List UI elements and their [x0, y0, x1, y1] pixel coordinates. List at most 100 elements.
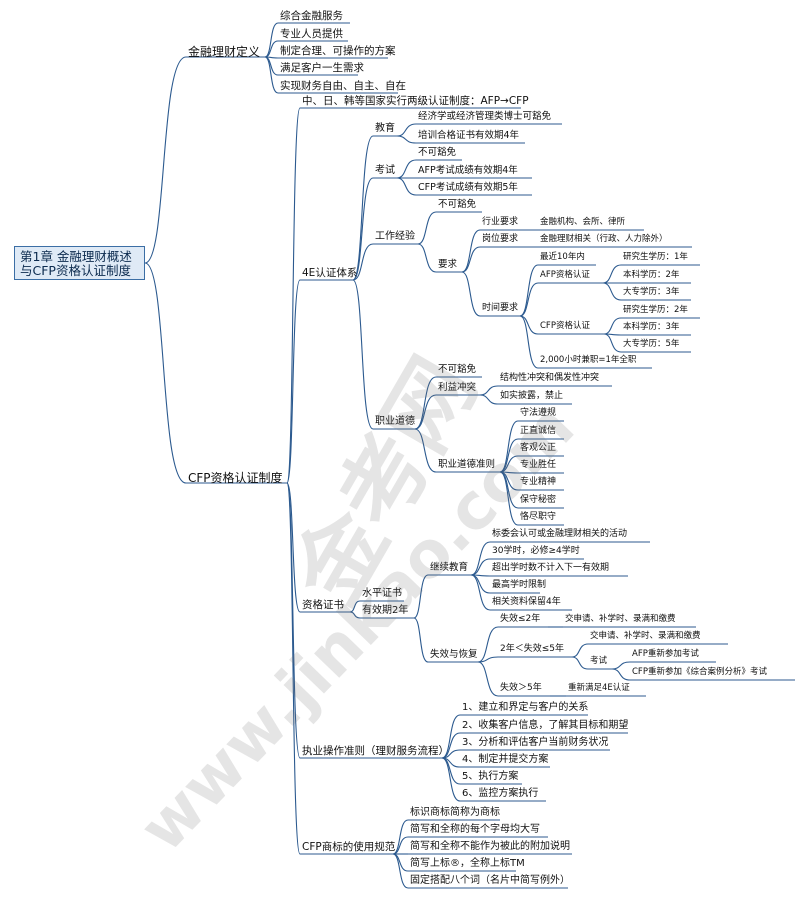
mindmap-node-gw: 岗位要求	[482, 234, 519, 244]
connector-c2	[286, 279, 301, 484]
connector-jx5	[470, 574, 491, 611]
root-node: 第1章 金融理财概述与CFP资格认证制度	[14, 246, 145, 280]
connector-sx1	[477, 626, 499, 663]
mindmap-node-lc3: 3、分析和评估客户当前财务状况	[462, 737, 609, 748]
mindmap-node-sb1: 标识商标简称为商标	[410, 807, 500, 818]
connector-cfp	[144, 262, 187, 484]
connector-sb5	[392, 853, 409, 889]
mindmap-node-sx2a: 交申请、补学时、录满和缴费	[590, 631, 701, 641]
connector-exam3	[396, 177, 417, 196]
connector-eth1	[414, 376, 437, 430]
connector-work2	[417, 243, 437, 273]
connector-work1	[417, 211, 437, 245]
mindmap-node-fin2: 专业人员提供	[280, 28, 343, 40]
connector-c3	[286, 482, 301, 613]
mindmap-node-li1: 结构性冲突和偶发性冲突	[500, 373, 600, 383]
mindmap-node-sj1: 最近10年内	[540, 252, 585, 262]
mindmap-node-jx4: 最高学时限制	[492, 580, 547, 590]
mindmap-node-sj: 时间要求	[482, 303, 519, 313]
connector-edu	[352, 135, 374, 281]
mindmap-node-c2: 4E认证体系	[302, 267, 358, 279]
mindmap-node-zs1: 水平证书	[362, 588, 402, 599]
mindmap-node-work1: 不可豁免	[438, 199, 477, 210]
mindmap-node-sb3: 简写和全称不能作为被此的附加说明	[410, 841, 570, 852]
mindmap-node-exam2: AFP考试成绩有效期4年	[418, 165, 518, 176]
connector-lc6	[441, 757, 461, 802]
mindmap-node-edu2: 培训合格证书有效期4年	[418, 130, 520, 141]
mindmap-node-jx3: 超出学时数不计入下一有效期	[492, 563, 610, 573]
mindmap-node-zy6: 保守秘密	[520, 495, 557, 505]
connector-zy7	[499, 471, 519, 526]
connector-sj2	[519, 282, 539, 317]
mindmap-node-fin: 金融理财定义	[188, 45, 261, 59]
mindmap-node-jx5: 相关资料保留4年	[492, 597, 561, 607]
mindmap-node-sj4: 2,000小时兼职=1年全职	[540, 355, 637, 365]
connector-jx2	[470, 558, 491, 576]
mindmap-node-sb4: 简写上标®，全称上标TM	[410, 858, 525, 869]
mindmap-node-c5: CFP商标的使用规范	[302, 841, 396, 853]
mindmap-node-li2: 如实披露，禁止	[500, 391, 564, 401]
mindmap-node-lc6: 6、监控方案执行	[462, 788, 539, 799]
mindmap-node-c3: 资格证书	[302, 599, 344, 611]
mindmap-node-eth2: 利益冲突	[438, 382, 477, 393]
mindmap-node-zy4: 专业胜任	[520, 460, 557, 470]
mindmap-node-zy2: 正直诚信	[520, 426, 557, 436]
mindmap-node-eth3: 职业道德准则	[438, 459, 496, 470]
mindmap-node-sb5: 固定搭配八个词（名片中简写例外）	[410, 875, 570, 886]
connector-afp3	[602, 282, 622, 301]
mindmap-node-cfp: CFP资格认证制度	[188, 471, 283, 485]
mindmap-node-jx1: 标委会认可或金融理财相关的活动	[492, 529, 628, 539]
mindmap-node-fin4: 满足客户一生需求	[280, 62, 364, 74]
mindmap-node-edu: 教育	[375, 123, 395, 134]
connector-edu1	[396, 123, 417, 137]
connector-sb2	[392, 836, 409, 855]
connector-sj3	[519, 315, 539, 335]
mindmap-node-work: 工作经验	[375, 231, 415, 242]
connector-ks1	[611, 661, 631, 670]
mindmap-node-sx2b: 考试	[590, 656, 608, 666]
connector-sx3	[477, 661, 499, 697]
mindmap-node-lc1: 1、建立和界定与客户的关系	[462, 702, 589, 713]
mindmap-node-afp3: 大专学历：3年	[623, 287, 680, 297]
mindmap-node-cfpb: 本科学历：3年	[623, 322, 680, 332]
connector-jx1	[470, 541, 491, 576]
mindmap-node-afp1: 研究生学历：1年	[623, 252, 688, 262]
connector-zy2	[499, 438, 519, 473]
mindmap-node-lc2: 2、收集客户信息，了解其目标和期望	[462, 720, 629, 731]
mindmap-node-sx1a: 交申请、补学时、录满和缴费	[565, 614, 676, 624]
mindmap-node-zy7: 恪尽职守	[520, 512, 557, 522]
mindmap-node-ethic: 职业道德	[375, 416, 415, 427]
mindmap-node-fin5: 实现财务自由、自主、自在	[280, 80, 406, 92]
mindmap-node-cfpa: 研究生学历：2年	[623, 305, 688, 315]
mindmap-node-cfpc: 大专学历：5年	[623, 339, 680, 349]
connector-eth2	[414, 394, 437, 430]
mindmap-node-work2: 要求	[438, 259, 458, 270]
mindmap-node-zy1: 守法遵规	[520, 408, 557, 418]
connector-sj4	[519, 315, 539, 369]
connector-gw	[461, 246, 481, 273]
connector-sx2a	[571, 643, 589, 658]
mindmap-node-c4: 执业操作准则（理财服务流程）	[302, 745, 449, 757]
mindmap-node-sx2: 2年＜失效≤5年	[500, 644, 564, 654]
connector-zs1	[349, 600, 361, 613]
connector-hy	[461, 229, 481, 273]
connector-sj1	[519, 264, 539, 317]
connector-jx4	[470, 574, 491, 594]
mindmap-node-sj3: CFP资格认证	[540, 321, 590, 331]
connector-ethic	[352, 279, 374, 430]
mindmap-node-zy3: 客观公正	[520, 443, 557, 453]
mindmap-node-exam: 考试	[375, 165, 395, 176]
mindmap-node-eth1: 不可豁免	[438, 364, 477, 375]
connector-sb1	[392, 819, 409, 855]
connector-exam	[352, 177, 374, 281]
connector-zs2	[349, 611, 361, 619]
connector-sx2b	[571, 656, 589, 670]
connector-cfpc	[603, 333, 622, 353]
connector-eth3	[414, 428, 437, 473]
connector-fin5	[264, 56, 279, 94]
mindmap-node-edu1: 经济学或经济管理类博士可豁免	[418, 111, 552, 122]
connector-sb4	[392, 853, 409, 872]
connector-fin2	[264, 40, 279, 58]
